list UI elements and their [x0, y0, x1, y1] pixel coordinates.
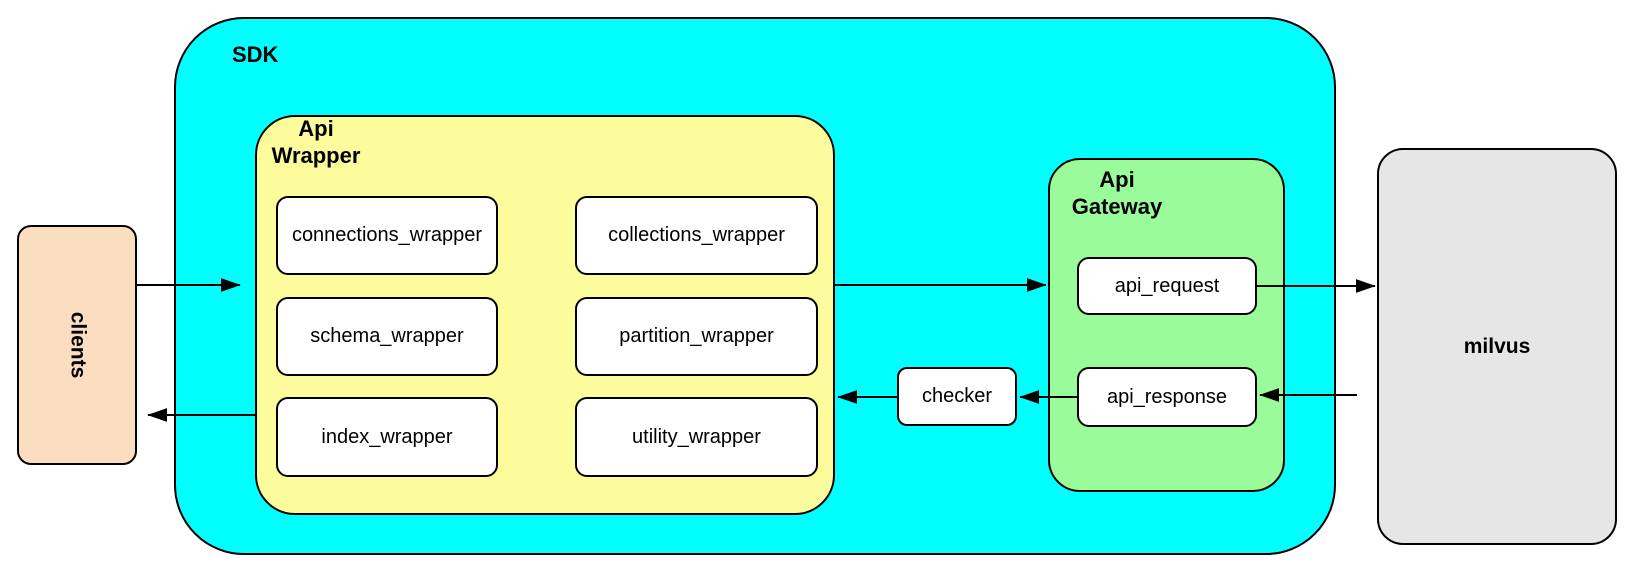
node-api-response: api_response	[1077, 367, 1257, 427]
schema-wrapper-label: schema_wrapper	[310, 325, 464, 347]
node-schema-wrapper: schema_wrapper	[276, 297, 498, 376]
milvus-label: milvus	[1463, 334, 1531, 358]
node-milvus: milvus	[1377, 148, 1617, 545]
api-request-label: api_request	[1114, 274, 1220, 297]
checker-label: checker	[921, 385, 993, 407]
node-connections-wrapper: connections_wrapper	[276, 196, 498, 275]
partition-wrapper-label: partition_wrapper	[619, 325, 774, 347]
api-response-label: api_response	[1106, 385, 1228, 408]
api-gateway-label: Api Gateway	[1071, 167, 1163, 219]
sdk-label: SDK	[232, 42, 279, 67]
node-utility-wrapper: utility_wrapper	[575, 397, 818, 477]
api-wrapper-label: Api Wrapper	[271, 116, 361, 168]
index-wrapper-label: index_wrapper	[321, 425, 453, 448]
node-checker: checker	[897, 367, 1017, 426]
connections-wrapper-label: connections_wrapper	[291, 224, 483, 246]
node-index-wrapper: index_wrapper	[276, 397, 498, 477]
node-collections-wrapper: collections_wrapper	[575, 196, 818, 275]
clients-label: clients	[66, 311, 89, 379]
node-partition-wrapper: partition_wrapper	[575, 297, 818, 376]
node-api-request: api_request	[1077, 257, 1257, 315]
node-api-gateway	[1048, 158, 1285, 492]
utility-wrapper-label: utility_wrapper	[632, 425, 761, 448]
node-clients: clients	[17, 225, 137, 465]
collections-wrapper-label: collections_wrapper	[608, 224, 785, 246]
